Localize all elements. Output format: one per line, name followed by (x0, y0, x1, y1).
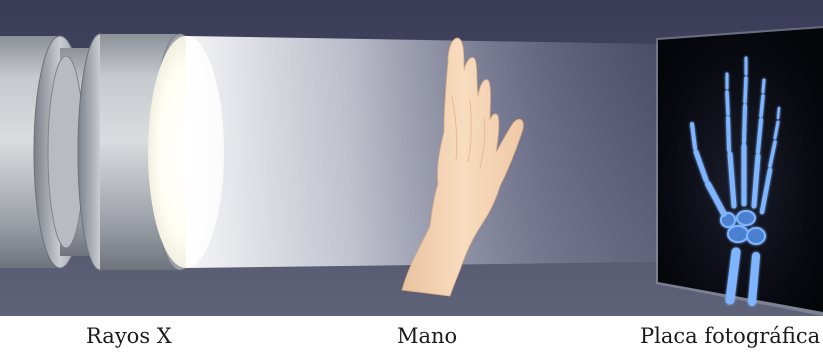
label-xray: Rayos X (86, 322, 172, 350)
photographic-plate (656, 26, 823, 316)
label-hand: Mano (397, 322, 457, 350)
xray-scene (0, 0, 823, 316)
xray-beam (186, 36, 660, 268)
label-photographic-plate: Placa fotográfica (640, 322, 820, 350)
